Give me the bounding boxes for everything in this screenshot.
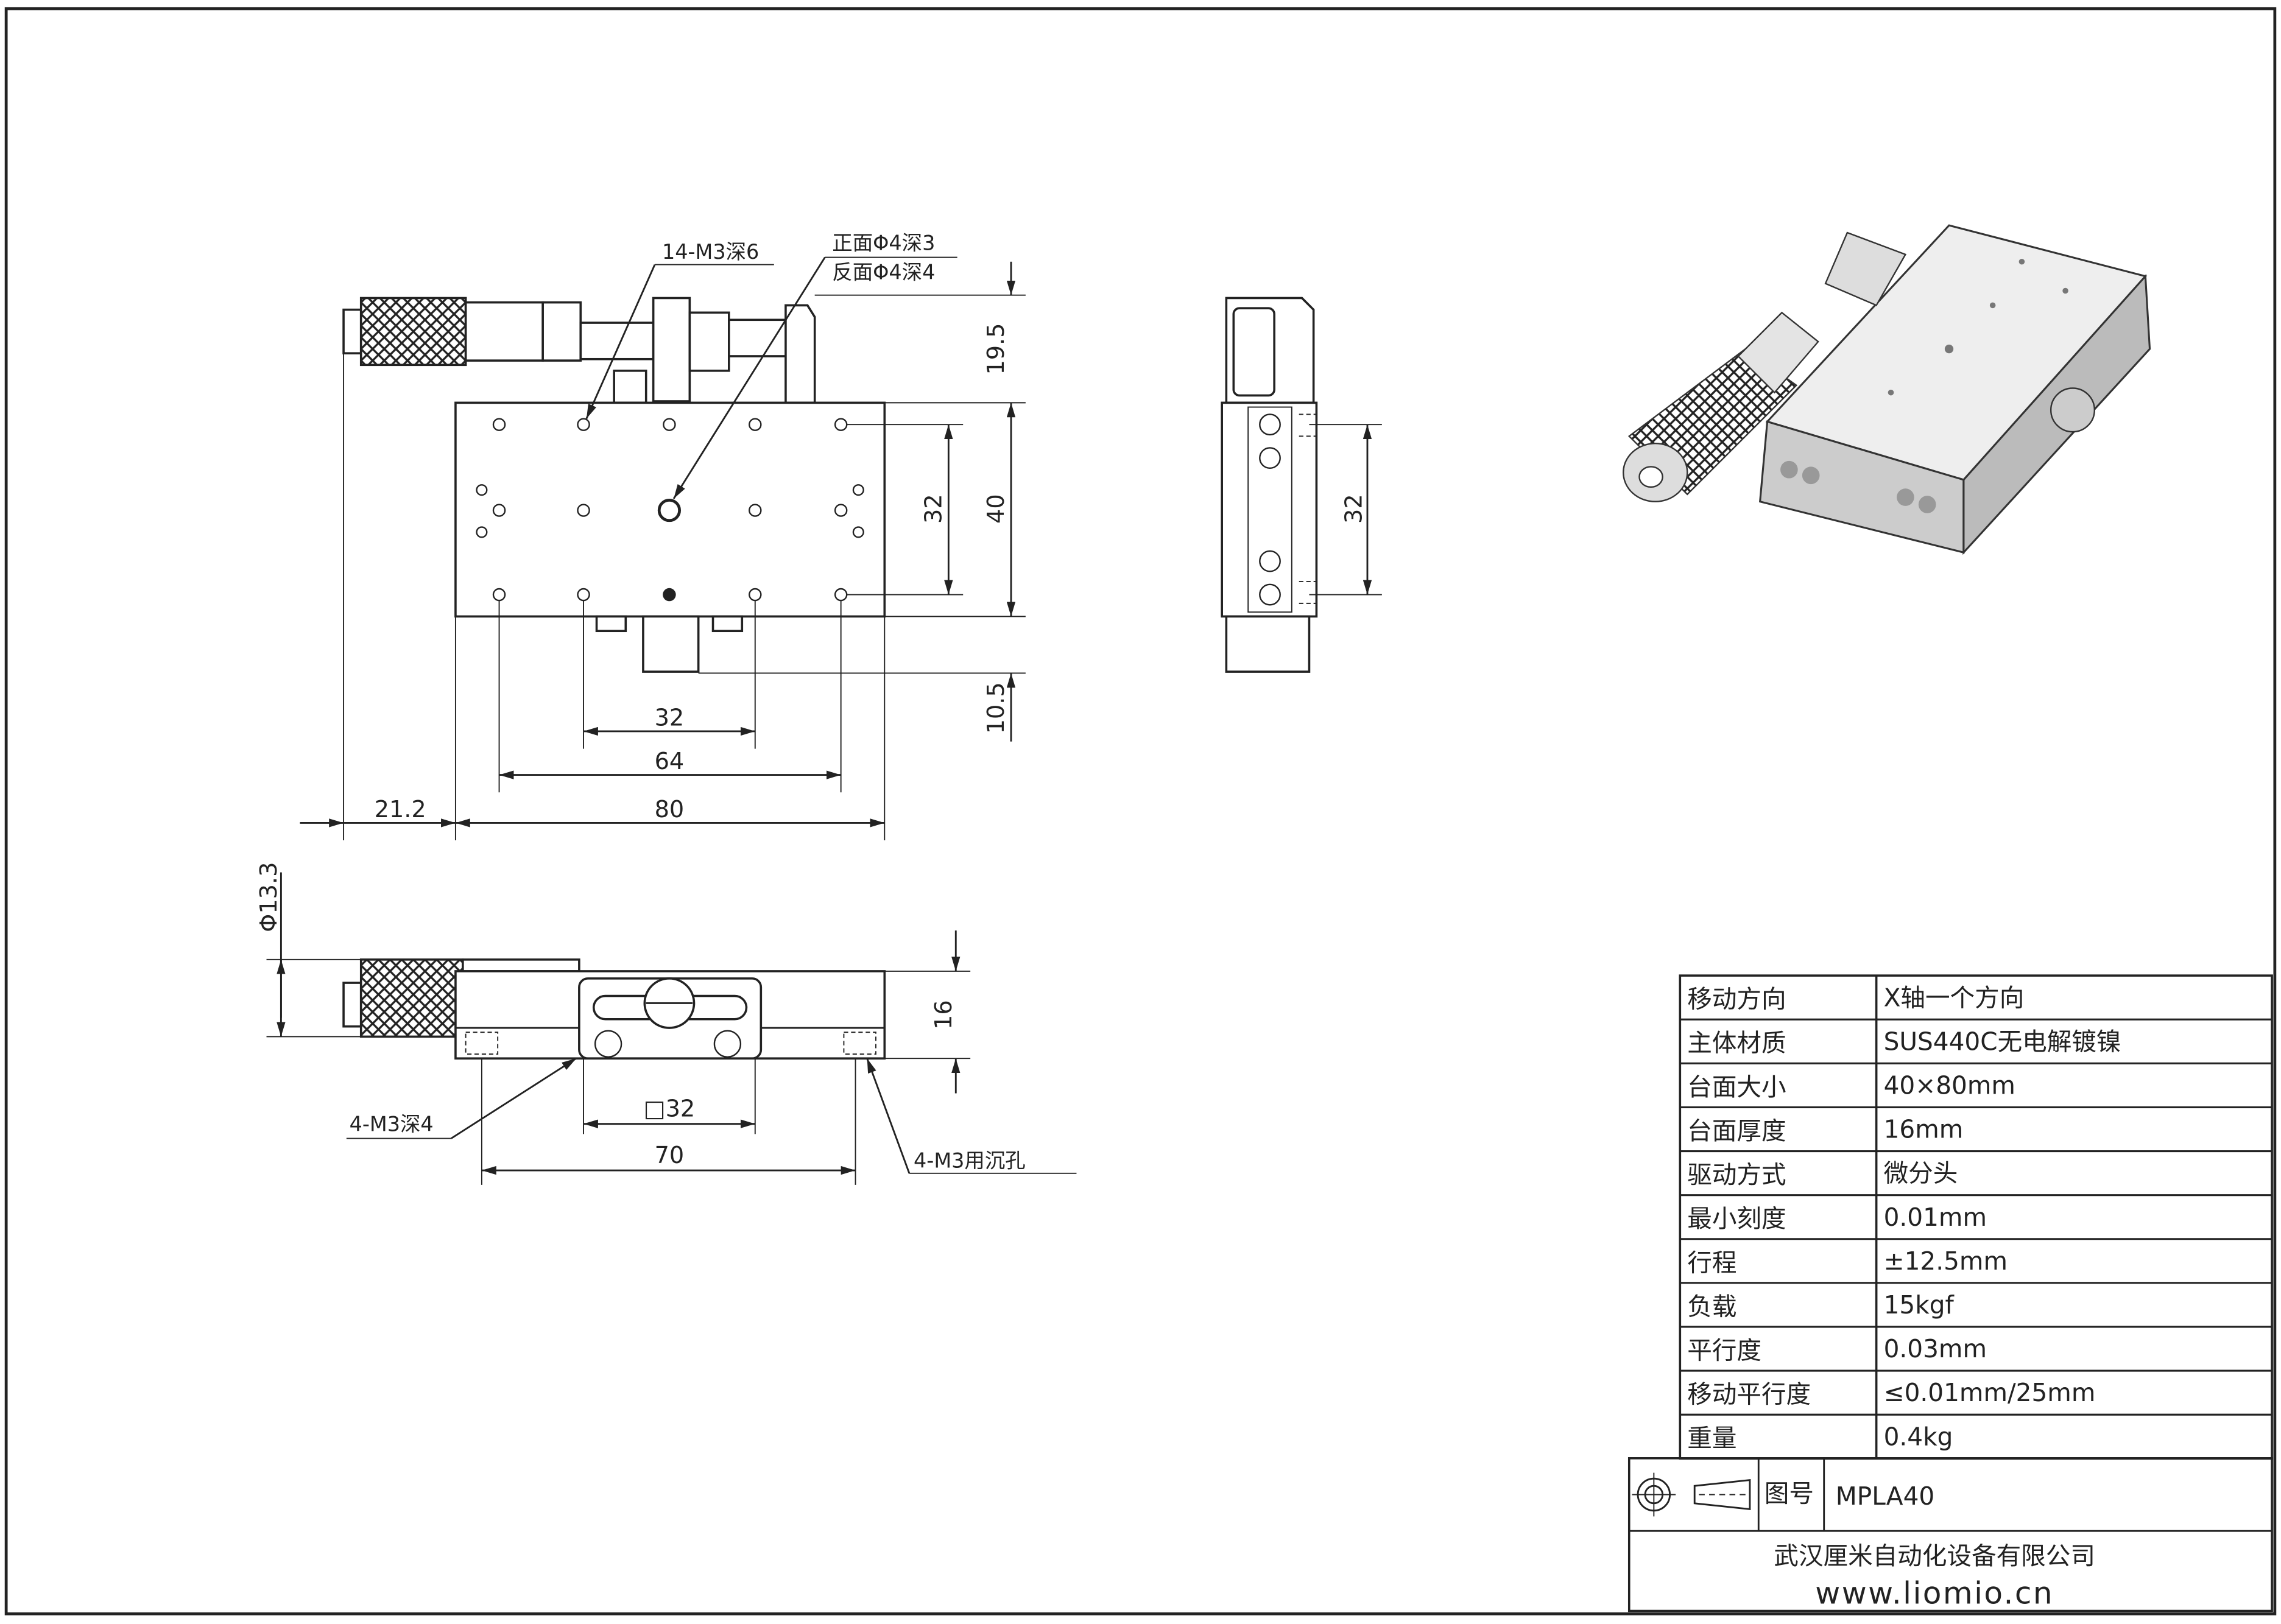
- spec-value: 微分头: [1884, 1159, 1958, 1188]
- spec-value: 15kgf: [1884, 1290, 1955, 1320]
- dim-40: 40: [983, 494, 1010, 524]
- dim-19-5: 19.5: [983, 323, 1010, 375]
- top-view-dimensions: 19.5 40 10.5 32 32 64 80 21.2: [300, 261, 1026, 841]
- dim-32-horizontal: 32: [655, 705, 685, 731]
- title-block: 图号 MPLA40 武汉厘米自动化设备有限公司 www.liomio.cn: [1627, 1457, 2273, 1612]
- dim-32-vertical: 32: [920, 494, 947, 524]
- spec-label: 行程: [1687, 1248, 1736, 1277]
- note-front-hole: 正面Φ4深3: [832, 231, 935, 255]
- company-name: 武汉厘米自动化设备有限公司: [1774, 1541, 2095, 1570]
- spec-label: 最小刻度: [1687, 1204, 1786, 1233]
- spec-value: SUS440C无电解镀镍: [1884, 1027, 2121, 1056]
- spec-value: ±12.5mm: [1884, 1246, 2008, 1276]
- spec-value: X轴一个方向: [1884, 983, 2025, 1012]
- drawing-number: MPLA40: [1836, 1482, 1934, 1511]
- top-view-notes: 14-M3深6 正面Φ4深3 反面Φ4深4: [585, 231, 957, 499]
- dim-16: 16: [931, 1000, 957, 1030]
- spec-label: 主体材质: [1687, 1028, 1786, 1058]
- isometric-view: [1623, 224, 2151, 555]
- spec-value: 0.4kg: [1884, 1422, 1953, 1451]
- top-view: 19.5 40 10.5 32 32 64 80 21.2 14-M3深6: [300, 231, 1026, 841]
- dim-10-5: 10.5: [983, 682, 1010, 734]
- dim-diameter-13-3: Φ13.3: [256, 862, 283, 932]
- spec-label: 台面厚度: [1687, 1116, 1786, 1145]
- spec-value: 16mm: [1884, 1115, 1964, 1144]
- spec-value: ≤0.01mm/25mm: [1884, 1378, 2096, 1407]
- spec-value: 0.03mm: [1884, 1334, 1987, 1363]
- front-view: Φ13.3 16 □32 70 4-M3深4 4-M3用沉孔: [256, 862, 1077, 1185]
- micrometer-head: [342, 297, 816, 404]
- front-view-dimensions: Φ13.3 16 □32 70: [256, 862, 971, 1185]
- note-14-m3: 14-M3深6: [662, 240, 759, 264]
- dim-80: 80: [655, 796, 685, 823]
- dim-square-32: □32: [644, 1096, 696, 1123]
- side-view: 32: [1221, 297, 1382, 673]
- spec-label: 驱动方式: [1687, 1160, 1786, 1189]
- spec-label: 平行度: [1687, 1335, 1761, 1365]
- spec-label: 负载: [1687, 1292, 1736, 1321]
- company-website: www.liomio.cn: [1815, 1575, 2054, 1611]
- dim-21-2: 21.2: [375, 796, 426, 823]
- spec-label: 台面大小: [1687, 1072, 1786, 1102]
- mounting-holes: [476, 418, 864, 602]
- side-dim-32: 32: [1341, 494, 1367, 524]
- first-angle-projection-icon: [1632, 1472, 1751, 1517]
- drawing-number-label: 图号: [1765, 1478, 1814, 1508]
- spec-label: 移动平行度: [1687, 1380, 1811, 1409]
- note-back-hole: 反面Φ4深4: [832, 260, 935, 284]
- dim-70: 70: [655, 1142, 685, 1169]
- spec-label: 移动方向: [1687, 985, 1786, 1014]
- lock-knob: [595, 615, 744, 673]
- spec-value: 0.01mm: [1884, 1203, 1987, 1232]
- spec-label: 重量: [1687, 1424, 1736, 1453]
- note-4-m3-counterbore: 4-M3用沉孔: [914, 1148, 1026, 1172]
- spec-value: 40×80mm: [1884, 1070, 2015, 1100]
- dim-64: 64: [655, 748, 685, 775]
- front-view-notes: 4-M3深4 4-M3用沉孔: [346, 1057, 1077, 1174]
- drawing-border: [4, 7, 2277, 1615]
- note-4-m3-depth4: 4-M3深4: [350, 1113, 434, 1136]
